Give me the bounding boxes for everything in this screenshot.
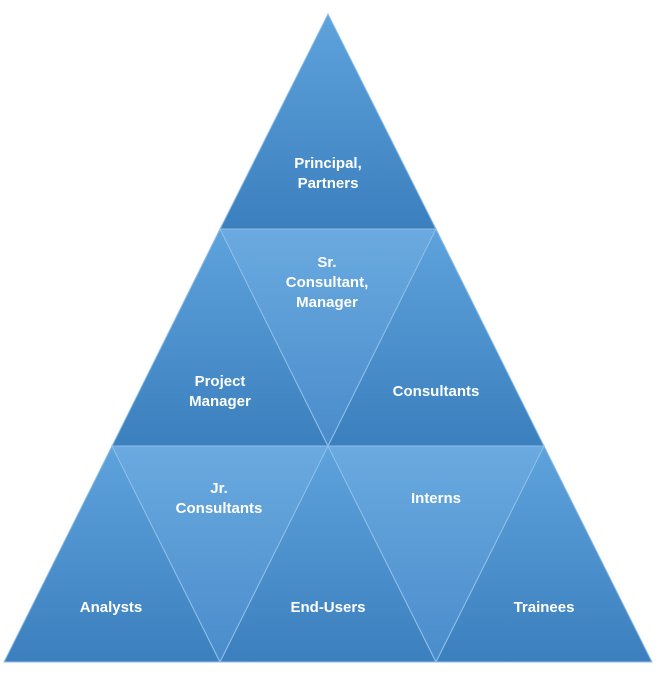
- label-analysts: Analysts: [79, 599, 143, 616]
- label-trainees: Trainees: [513, 599, 575, 616]
- tier-principal-partners: [219, 12, 437, 230]
- label-sr-consultant-manager: Sr. Consultant, Manager: [285, 254, 369, 311]
- label-project-manager: Project Manager: [189, 373, 251, 410]
- label-principal-partners: Principal, Partners: [294, 155, 362, 192]
- label-end-users: End-Users: [290, 599, 366, 616]
- label-jr-consultants: Jr. Consultants: [175, 480, 263, 517]
- tier-trainees: [435, 444, 653, 663]
- label-interns: Interns: [410, 490, 461, 507]
- label-consultants: Consultants: [392, 383, 480, 400]
